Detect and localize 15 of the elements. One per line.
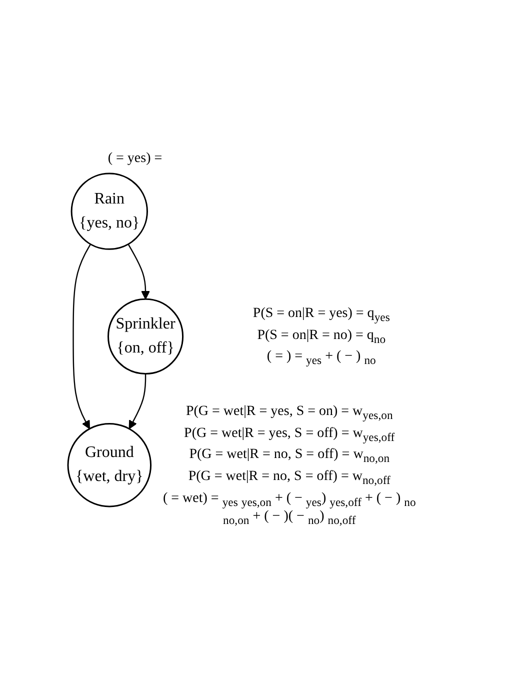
formula-text: P(G = wet|R = yes, S = off) = w$_{yes,off}$ (184, 426, 395, 444)
formula-text: P(G = wet|R = yes, S = on) = w$_{yes,on}$ (186, 404, 393, 422)
arrow (72, 244, 91, 430)
formula-text: ( = yes) = (108, 151, 162, 168)
formula-text: P(S = on|R = no) = q$_{no}$ (257, 328, 386, 346)
formula-text: ( = ) = $_{yes}$ + ( − ) $_{no}$ (266, 349, 376, 368)
node-circle: Sprinkler {on, off} (107, 298, 184, 374)
arrow (128, 374, 146, 430)
node-circle: Rain {yes, no} (70, 172, 148, 250)
formula-text: P(S = on|R = yes) = q$_{yes}$ (252, 306, 390, 324)
node-circle: Ground {wet, dry} (66, 422, 152, 508)
formula-text: P(G = wet|R = no, S = off) = w$_{no,on}$ (189, 447, 390, 466)
arrow (127, 244, 150, 300)
formula-text: ( = wet) = $_{yes}$ $_{yes,on}$ + ( − $_{yes}$) $_{yes,off}$ + ( − ) $_{no}$ $_{no,on}$ + ( − )( − $_{no}$) $_{no,off}$ (162, 490, 417, 526)
formula-text: P(G = wet|R = no, S = off) = w$_{no,off}$ (188, 469, 390, 487)
